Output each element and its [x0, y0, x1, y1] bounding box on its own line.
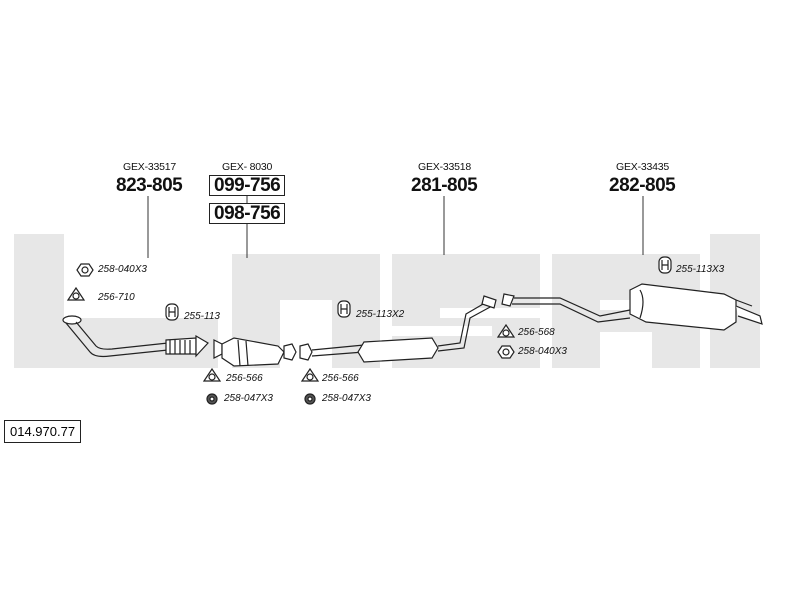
hanger-icon [165, 303, 179, 321]
nut-icon [497, 345, 515, 359]
assembly-3-part-number: 281-805 [411, 175, 478, 196]
nut-icon [76, 263, 94, 277]
part-label: 258-047X3 [322, 393, 371, 404]
hanger-icon [658, 256, 672, 274]
assembly-1-gex: GEX-33517 [123, 161, 177, 173]
assembly-2-part-number-2: 098-756 [209, 203, 286, 224]
part-label: 256-566 [226, 373, 263, 384]
part-label: 256-568 [518, 327, 555, 338]
part-label: 256-710 [98, 292, 135, 303]
nut-icon [304, 393, 316, 405]
assembly-2-part-number-1: 099-756 [209, 175, 286, 196]
assembly-2-gex: GEX- 8030 [222, 161, 273, 173]
part-label: 258-047X3 [224, 393, 273, 404]
gasket-icon [496, 323, 516, 338]
part-label: 258-040X3 [518, 346, 567, 357]
assembly-3-gex: GEX-33518 [418, 161, 472, 173]
gasket-icon [300, 367, 320, 382]
hanger-icon [337, 300, 351, 318]
assembly-1-part-number: 823-805 [116, 175, 183, 196]
part-label: 255-113 [184, 311, 220, 322]
diagram-reference-number: 014.970.77 [4, 420, 82, 443]
assembly-4-gex: GEX-33435 [616, 161, 670, 173]
part-label: 256-566 [322, 373, 359, 384]
nut-icon [206, 393, 218, 405]
part-label: 255-113X2 [356, 309, 405, 320]
part-label: 255-113X3 [676, 264, 725, 275]
gasket-icon [202, 367, 222, 382]
assembly-4-part-number: 282-805 [609, 175, 676, 196]
gasket-icon [66, 286, 86, 301]
part-label: 258-040X3 [98, 264, 147, 275]
